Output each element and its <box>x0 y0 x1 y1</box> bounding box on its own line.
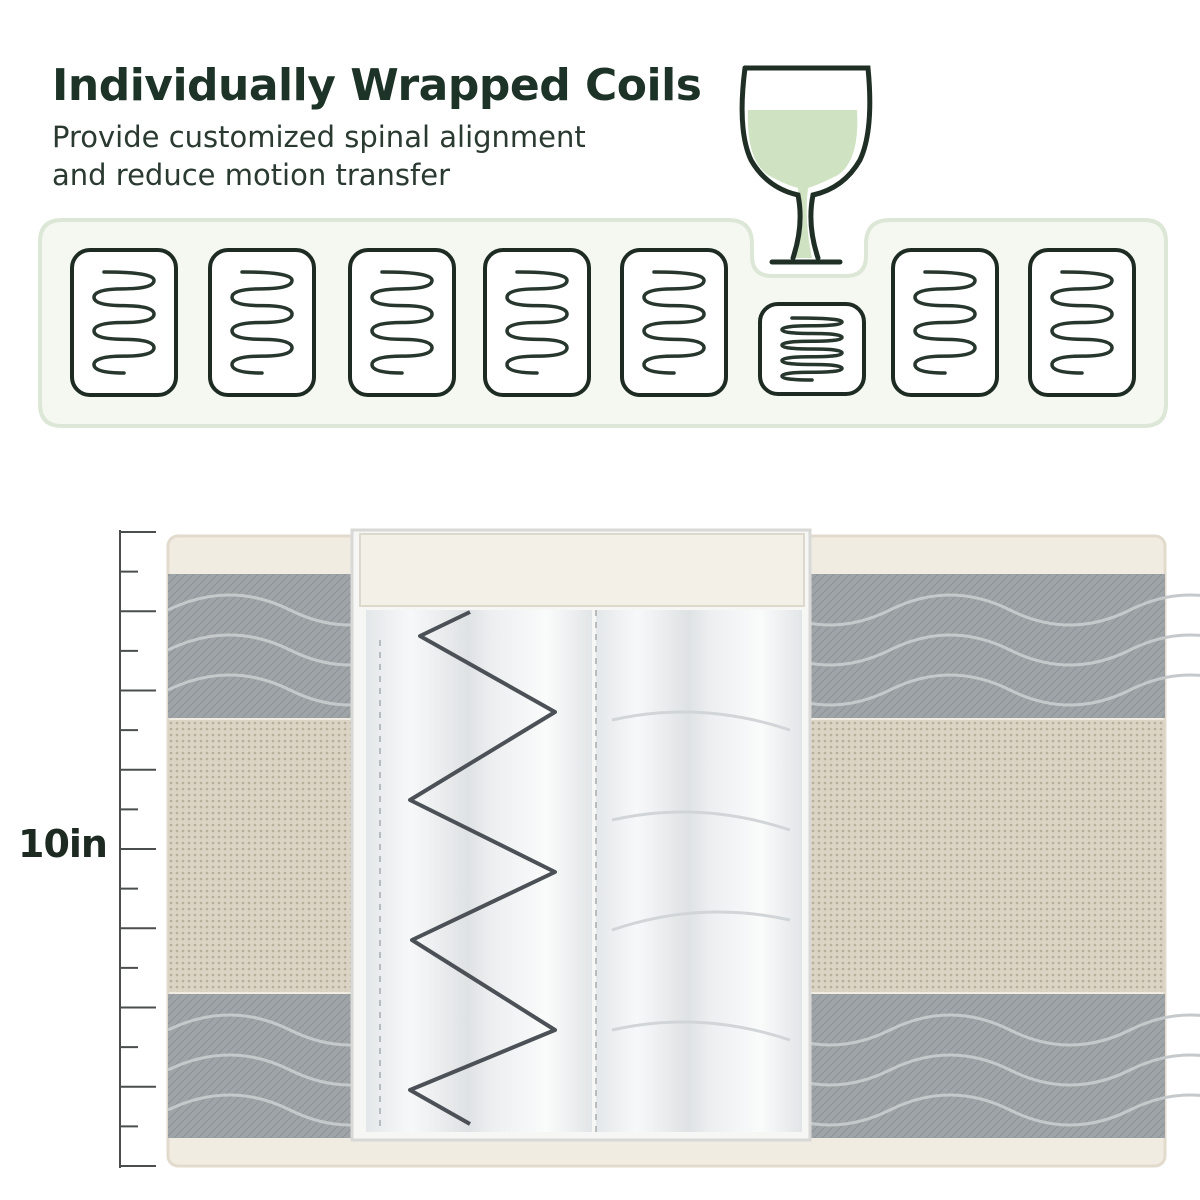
coil-cutaway <box>350 528 812 1142</box>
coil-spring-icon <box>1050 270 1114 375</box>
coil-row <box>70 248 1136 397</box>
coil-spring-icon <box>92 270 156 375</box>
mattress-height-label: 10in <box>18 822 108 866</box>
coil-spring-icon <box>370 270 434 375</box>
pocket-sleeve-left <box>366 610 592 1132</box>
coil-panel <box>38 218 1168 428</box>
height-ruler <box>119 530 156 1168</box>
subheadline: Provide customized spinal alignment and … <box>52 118 586 194</box>
coil-spring-icon <box>780 316 844 382</box>
coil-spring-icon <box>913 270 977 375</box>
coil-spring-wire <box>408 610 557 1126</box>
wine-glass-icon <box>739 65 873 265</box>
coil-spring-icon <box>505 270 569 375</box>
headline: Individually Wrapped Coils <box>52 60 702 111</box>
pocket-sleeve-right <box>596 610 802 1132</box>
subheadline-line-1: Provide customized spinal alignment <box>52 120 586 154</box>
cutaway-top-foam <box>359 533 805 607</box>
subheadline-line-2: and reduce motion transfer <box>52 158 450 192</box>
coil-spring-icon <box>642 270 706 375</box>
coil-spring-icon <box>230 270 294 375</box>
